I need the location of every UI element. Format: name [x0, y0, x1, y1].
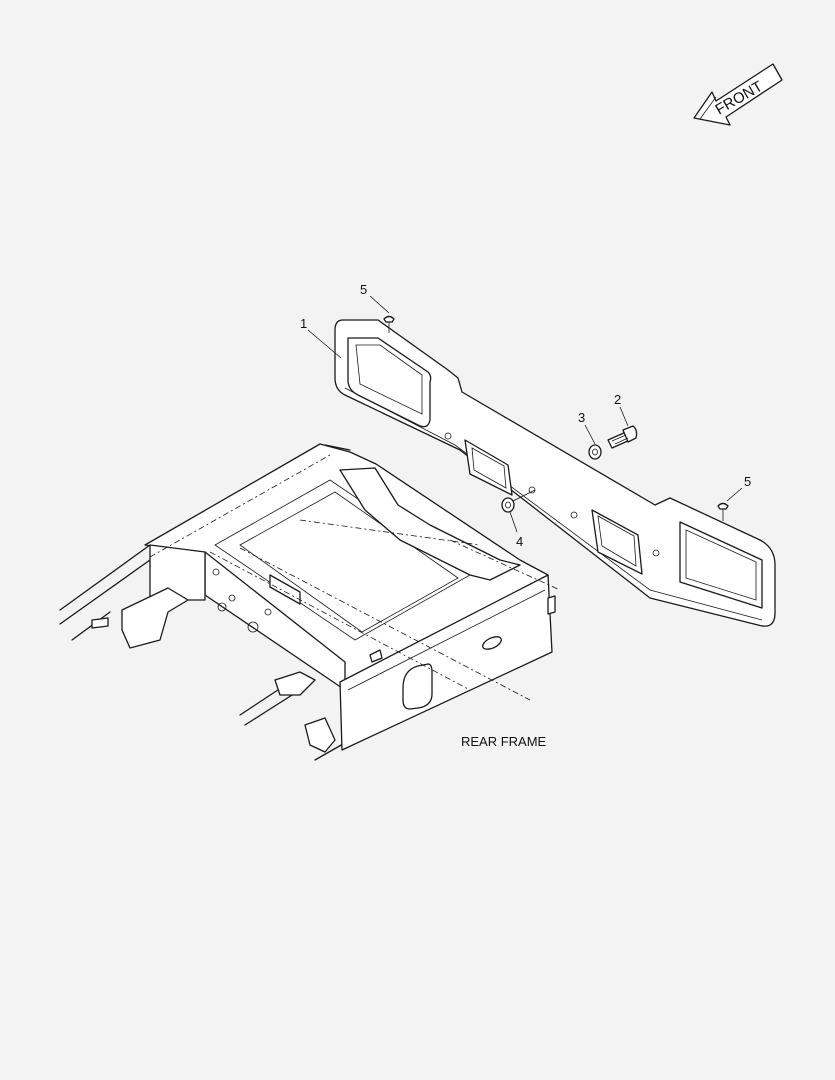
part-5-plug-lower	[717, 502, 729, 521]
callout-5-lower: 5	[744, 474, 751, 489]
part-2-bolt	[607, 425, 638, 449]
part-4-washer	[501, 489, 536, 513]
callout-2: 2	[614, 392, 621, 407]
front-label: FRONT	[713, 78, 766, 119]
part-1-bumper-plate	[334, 319, 776, 627]
callout-1: 1	[300, 316, 307, 331]
leader-lines	[307, 295, 743, 533]
rear-frame-label: REAR FRAME	[461, 734, 547, 749]
rear-frame	[59, 443, 561, 761]
front-arrow-icon: FRONT	[693, 63, 783, 126]
callout-3: 3	[578, 410, 585, 425]
part-5-plug-upper	[383, 315, 395, 333]
callout-4: 4	[516, 534, 523, 549]
part-3-nut	[588, 444, 602, 460]
callout-5-upper: 5	[360, 282, 367, 297]
